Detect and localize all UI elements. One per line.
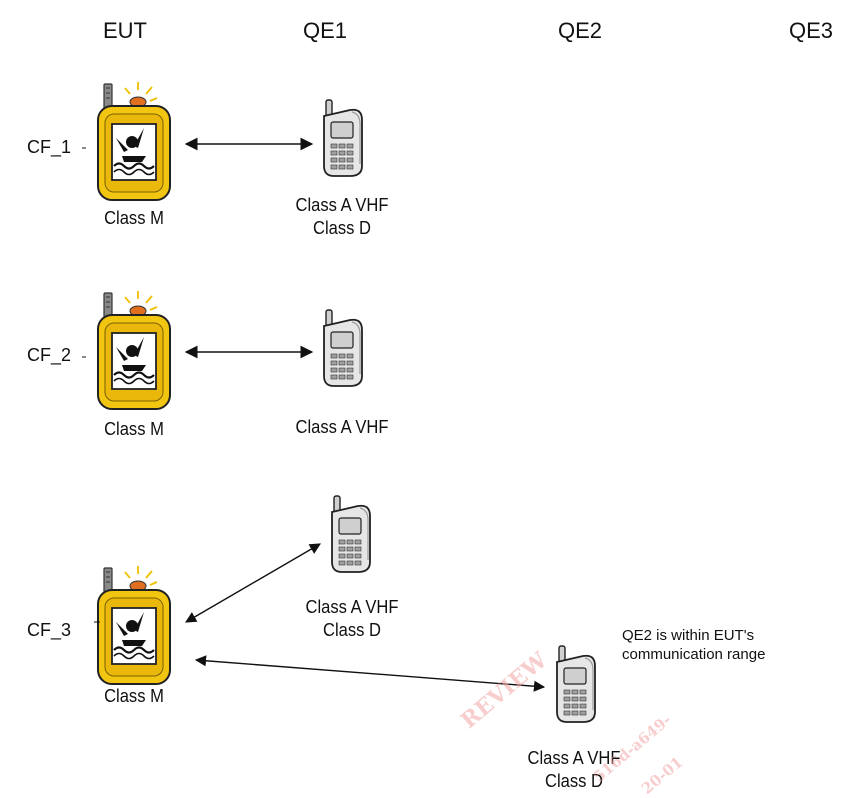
beacon-icon bbox=[98, 291, 170, 409]
phone-icon bbox=[557, 646, 595, 722]
qe1-label-line2: Class D bbox=[278, 217, 407, 240]
phone-icon bbox=[324, 100, 362, 176]
phone-icon bbox=[324, 310, 362, 386]
eut-label: Class M bbox=[92, 418, 177, 441]
qe2-label-line2: Class D bbox=[510, 770, 639, 793]
range-note-line2: communication range bbox=[622, 645, 765, 664]
beacon-icon bbox=[98, 566, 170, 684]
eut-label: Class M bbox=[92, 685, 177, 708]
qe1-label-line1: Class A VHF bbox=[278, 416, 407, 439]
qe1-label-line2: Class D bbox=[288, 619, 417, 642]
qe1-label-line1: Class A VHF bbox=[278, 194, 407, 217]
range-note-line1: QE2 is within EUT's bbox=[622, 626, 754, 645]
beacon-icon bbox=[98, 82, 170, 200]
phone-icon bbox=[332, 496, 370, 572]
eut-label: Class M bbox=[92, 207, 177, 230]
qe1-label-line1: Class A VHF bbox=[288, 596, 417, 619]
